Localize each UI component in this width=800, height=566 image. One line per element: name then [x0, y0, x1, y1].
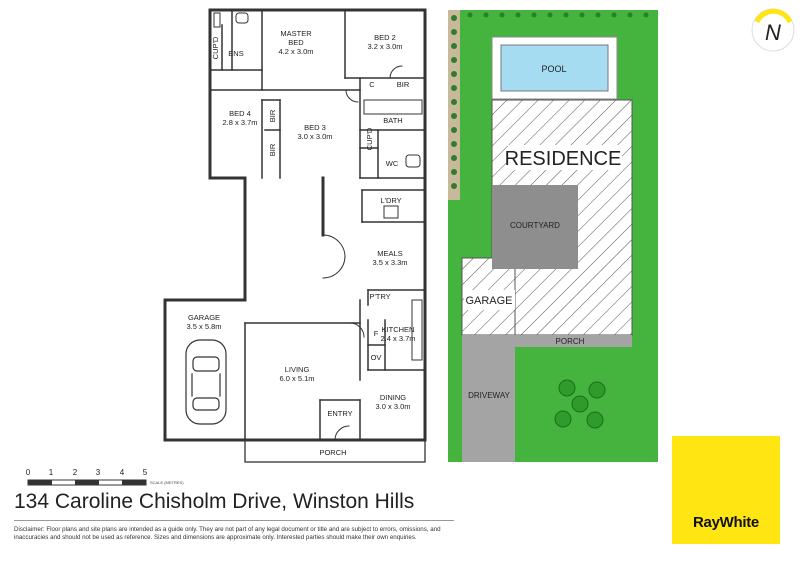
scale-tick: 0 — [26, 468, 31, 477]
bir-label-3: BIR — [268, 143, 277, 156]
residence-label-bg — [508, 145, 622, 170]
pool-label: POOL — [541, 64, 566, 74]
scale-bar: 0 1 2 3 4 5 SCALE (METRES) — [26, 468, 184, 486]
porch-label: PORCH — [319, 448, 346, 457]
pantry-label: P'TRY — [369, 292, 390, 301]
fridge-label: F — [374, 329, 379, 338]
outer-walls — [163, 8, 427, 442]
courtyard-label: COURTYARD — [510, 221, 560, 230]
floor-plan — [163, 8, 427, 463]
site-garage-label-bg — [464, 290, 515, 310]
internal-walls — [209, 9, 426, 441]
shrubs-icon — [554, 379, 606, 429]
porch-outline — [244, 439, 426, 463]
site-porch-label: PORCH — [556, 337, 585, 346]
residence-label: RESIDENCE — [505, 148, 622, 170]
bath-label: BATH — [383, 116, 402, 125]
laundry-label: L'DRY — [380, 196, 401, 205]
scale-tick: 2 — [73, 468, 78, 477]
brand-wordmark: RayWhite — [693, 514, 759, 531]
wc-label: WC — [386, 159, 399, 168]
car-icon — [185, 339, 227, 425]
hedge-dots — [451, 12, 649, 189]
property-address: 134 Caroline Chisholm Drive, Winston Hil… — [14, 490, 415, 513]
north-compass-icon: N — [751, 8, 795, 52]
bir-label-2: BIR — [268, 109, 277, 122]
driveway-label: DRIVEWAY — [468, 391, 510, 400]
driveway — [462, 335, 515, 462]
c-label: C — [369, 80, 375, 89]
oven-label: OV — [371, 353, 382, 362]
site-garage-label: GARAGE — [465, 295, 512, 307]
courtyard — [492, 185, 578, 269]
scale-caption: SCALE (METRES) — [150, 480, 184, 485]
disclaimer-text: Disclaimer: Floor plans and site plans a… — [14, 526, 441, 541]
cupd-label-1: CUP'D — [211, 36, 220, 59]
site-porch — [515, 335, 632, 347]
site-plan: POOL RESIDENCE COURTYARD GARAGE PORCH DR… — [448, 10, 658, 462]
compass-letter: N — [765, 20, 781, 45]
scale-tick: 4 — [120, 468, 125, 477]
bir-label-1: BIR — [397, 80, 410, 89]
scale-tick: 5 — [143, 468, 148, 477]
scale-tick: 1 — [49, 468, 54, 477]
ens-label: ENS — [228, 49, 243, 58]
entry-label: ENTRY — [327, 409, 352, 418]
cupd-label-2: CUP'D — [365, 127, 374, 150]
scale-tick: 3 — [96, 468, 101, 477]
fixtures — [213, 12, 423, 361]
address-divider — [14, 520, 454, 521]
door-swings — [322, 65, 403, 441]
ray-white-logo: RayWhite — [672, 436, 780, 544]
pool — [500, 44, 609, 92]
